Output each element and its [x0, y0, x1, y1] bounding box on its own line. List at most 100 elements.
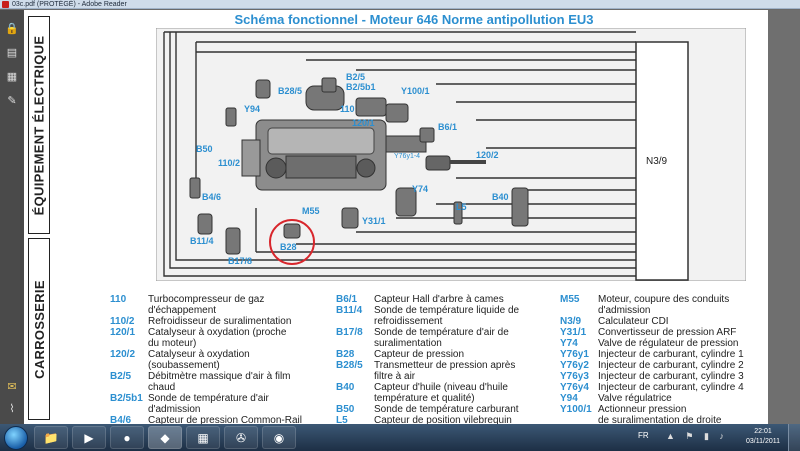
legend-description: Sonde de température carburant	[374, 404, 519, 415]
label-b114: B11/4	[190, 236, 214, 246]
document-area[interactable]: ÉQUIPEMENT ÉLECTRIQUE CARROSSERIE Schéma…	[24, 10, 800, 426]
legend-description: Turbocompresseur de gaz	[148, 294, 265, 305]
legend-code: 110/2	[110, 316, 135, 327]
label-y94: Y94	[244, 104, 260, 114]
pages-icon[interactable]: ▤	[6, 47, 18, 59]
label-b25: B2/5	[346, 72, 365, 82]
legend-code: Y76y1	[560, 349, 589, 360]
legend-description: d'admission	[148, 404, 201, 415]
legend-description: du moteur)	[148, 338, 197, 349]
system-tray: FR ▲ ⚑ ▮ ♪ 22:01 03/11/2011	[630, 424, 800, 451]
taskbar: 📁 ▶ ● ◆ ▦ ✇ ◉ FR ▲ ⚑ ▮ ♪ 22:01 03/11/201…	[0, 424, 800, 451]
tray-icons[interactable]: ▲ ⚑ ▮ ♪	[666, 431, 728, 441]
legend-description: Valve de régulateur de pression	[598, 338, 739, 349]
legend-description: de suralimentation de droite	[598, 415, 722, 426]
tools-icon[interactable]: ✇	[224, 426, 258, 449]
start-button[interactable]	[4, 426, 28, 450]
network-icon[interactable]: ◉	[262, 426, 296, 449]
label-b25b1: B2/5b1	[346, 82, 376, 92]
legend-description: Sonde de température liquide de	[374, 305, 520, 316]
section-tabs: ÉQUIPEMENT ÉLECTRIQUE CARROSSERIE	[28, 16, 50, 420]
label-110: 110	[340, 104, 355, 114]
legend-description: chaud	[148, 382, 176, 393]
legend-description: Injecteur de carburant, cylindre 1	[598, 349, 744, 360]
legend-description: Injecteur de carburant, cylindre 4	[598, 382, 744, 393]
window-title: 03c.pdf (PROTÉGÉ) - Adobe Reader	[12, 1, 127, 8]
label-b40: B40	[492, 192, 509, 202]
label-y74: Y74	[412, 184, 428, 194]
label-b50: B50	[196, 144, 213, 154]
tab-equipement-electrique: ÉQUIPEMENT ÉLECTRIQUE	[28, 16, 50, 234]
legend-description: Sonde de température d'air de	[374, 327, 509, 338]
label-b46: B4/6	[202, 192, 221, 202]
clock-date: 03/11/2011	[746, 438, 780, 445]
legend-code: N3/9	[560, 316, 582, 327]
comment-icon[interactable]: ✉	[7, 381, 17, 393]
engine-block	[241, 119, 486, 191]
legend-code: L5	[336, 415, 348, 426]
legend-description: Capteur d'huile (niveau d'huile	[374, 382, 508, 393]
show-desktop-button[interactable]	[788, 424, 800, 451]
legend-description: Refroidisseur de suralimentation	[148, 316, 292, 327]
legend-code: Y76y3	[560, 371, 589, 382]
paperclip-icon[interactable]: ⌇	[9, 403, 15, 415]
legend-description: refroidissement	[374, 316, 443, 327]
engine-functional-diagram: N3/9 B2/5 B2/5b1 B28/5 Y100/1 Y94 110 12…	[156, 28, 746, 281]
explorer-icon[interactable]: 📁	[34, 426, 68, 449]
legend-description: température et qualité)	[374, 393, 475, 404]
legend-code: Y74	[560, 338, 578, 349]
signature-icon[interactable]: ✎	[7, 95, 17, 107]
lock-icon[interactable]: 🔒	[5, 23, 19, 35]
legend-code: B11/4	[336, 305, 363, 316]
legend-code: Y76y4	[560, 382, 589, 393]
legend-description: Actionneur pression	[598, 404, 687, 415]
attachment-icon[interactable]: ▦	[6, 71, 18, 83]
label-b61: B6/1	[438, 122, 457, 132]
ecu-box	[635, 41, 689, 281]
legend-description: Injecteur de carburant, cylindre 3	[598, 371, 744, 382]
legend-description: Sonde de température d'air	[148, 393, 269, 404]
firefox-icon[interactable]: ●	[110, 426, 144, 449]
legend-code: B4/6	[110, 415, 132, 426]
app-icon[interactable]: ▦	[186, 426, 220, 449]
legend-code: Y76y2	[560, 360, 589, 371]
label-y311: Y31/1	[362, 216, 386, 226]
legend-code: 110	[110, 294, 127, 305]
label-l5: L5	[456, 202, 467, 212]
label-b28: B28	[280, 242, 297, 252]
legend-code: B50	[336, 404, 355, 415]
clock[interactable]: 22:01 03/11/2011	[746, 427, 780, 447]
legend-code: Y100/1	[560, 404, 592, 415]
label-y1001: Y100/1	[401, 86, 430, 96]
legend-code: B40	[336, 382, 355, 393]
legend-description: Valve régulatrice	[598, 393, 672, 404]
legend-description: Capteur Hall d'arbre à cames	[374, 294, 504, 305]
media-player-icon[interactable]: ▶	[72, 426, 106, 449]
legend-description: Convertisseur de pression ARF	[598, 327, 737, 338]
window-titlebar: 03c.pdf (PROTÉGÉ) - Adobe Reader	[0, 0, 800, 9]
adobe-reader-icon[interactable]: ◆	[148, 426, 182, 449]
legend-description: suralimentation	[374, 338, 442, 349]
document-scrollbar[interactable]	[768, 10, 800, 424]
legend-description: Débitmètre massique d'air à film	[148, 371, 291, 382]
legend-description: Capteur de pression	[374, 349, 465, 360]
label-b285: B28/5	[278, 86, 302, 96]
legend-code: B2/5	[110, 371, 132, 382]
clock-time: 22:01	[754, 428, 772, 435]
label-y76: Y76y1-4	[394, 153, 420, 160]
legend-code: 120/2	[110, 349, 136, 360]
legend-code: B6/1	[336, 294, 358, 305]
legend-code: Y31/1	[560, 327, 587, 338]
navigation-sidebar: 🔒 ▤ ▦ ✎ ✉ ⌇	[0, 10, 24, 424]
label-m55: M55	[302, 206, 320, 216]
legend-description: d'admission	[598, 305, 651, 316]
language-indicator[interactable]: FR	[638, 431, 649, 440]
legend-description: filtre à air	[374, 371, 416, 382]
legend-description: Catalyseur à oxydation	[148, 349, 250, 360]
page-title: Schéma fonctionnel - Moteur 646 Norme an…	[234, 12, 594, 27]
legend-code: B17/8	[336, 327, 363, 338]
legend-description: Injecteur de carburant, cylindre 2	[598, 360, 744, 371]
legend-description: (soubassement)	[148, 360, 220, 371]
label-1201: 120/1	[352, 118, 375, 128]
